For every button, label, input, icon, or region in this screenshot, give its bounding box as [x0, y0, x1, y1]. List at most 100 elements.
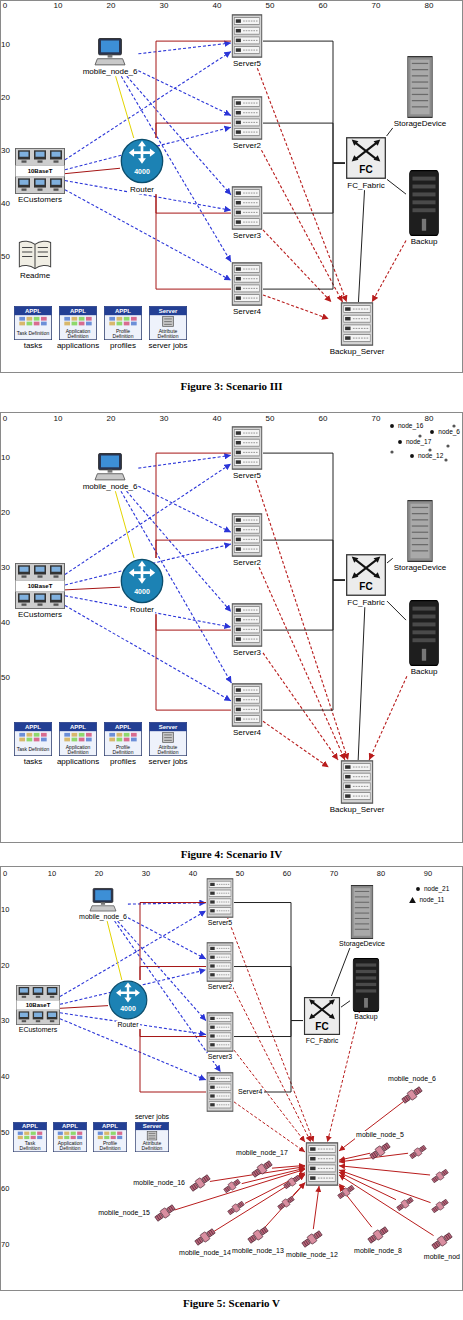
link-line — [265, 1183, 305, 1228]
server-node: Server3 — [231, 603, 263, 657]
link-line — [245, 1173, 305, 1204]
icon-text: APPL — [70, 724, 86, 730]
connector — [234, 967, 303, 1021]
node-label: StorageDevice — [393, 119, 447, 128]
connector — [140, 1029, 206, 1036]
node-label: Server2 — [232, 558, 262, 567]
connector — [234, 903, 303, 1021]
computer-node: mobile_node_6 — [78, 888, 128, 921]
node-label: mobile_node_14 — [178, 1249, 232, 1257]
application-config-shape: APPLProfile Definition — [93, 1122, 127, 1152]
satellite-node: mobile_node_8 — [353, 1224, 403, 1255]
axis-number: 20 — [95, 870, 103, 878]
icon-text: Task Definition — [17, 331, 50, 336]
server-config: ServerAttribute Definitionserver jobs — [134, 1113, 170, 1152]
icon-text: APPL — [102, 1123, 118, 1129]
fabric-switch-shape: FC — [345, 136, 387, 180]
connector — [140, 903, 206, 980]
link-line — [230, 982, 311, 1142]
satellite-node: mobile_node_14 — [178, 1226, 232, 1257]
icon-text: Task Definition — [14, 1141, 46, 1151]
connector — [372, 241, 406, 302]
satellite-node-icon — [277, 1195, 295, 1211]
connector — [156, 614, 231, 630]
node-label: Server5 — [207, 919, 234, 927]
connector — [65, 587, 120, 590]
node-label: Server3 — [207, 1053, 234, 1061]
axis-number: 30 — [142, 870, 150, 878]
connector — [121, 491, 231, 683]
connector — [127, 491, 231, 611]
icon-text: Server — [159, 724, 178, 730]
connector — [116, 76, 134, 138]
node-label: node_21 — [423, 885, 450, 892]
connector — [156, 540, 231, 558]
router-node: 4000Router — [108, 980, 148, 1029]
link-line — [339, 1172, 396, 1199]
network-node-shape — [398, 440, 402, 444]
node-label: tasks — [23, 757, 44, 766]
satellite-node-icon — [431, 1230, 453, 1252]
router-node-shape: 4000 — [120, 138, 164, 184]
backup-device-shape — [350, 958, 382, 1012]
icon-text: Application Definition — [54, 1141, 86, 1151]
axis-number: 20 — [1, 509, 10, 518]
node-label: Readme — [19, 271, 51, 280]
satellite-node-icon — [401, 1084, 423, 1106]
node-label: mobile_node_12 — [285, 1251, 339, 1259]
hub-node-shape: 10BaseT — [15, 148, 65, 194]
router-node-shape: 4000 — [108, 980, 148, 1020]
application-config: APPLTask Definition — [13, 1122, 47, 1152]
axis-number: 0 — [3, 415, 7, 424]
application-config-shape: APPLProfile Definition — [104, 306, 142, 340]
server-node-icon — [340, 760, 374, 804]
connector — [369, 676, 407, 760]
node-label: ECustomers — [18, 1026, 59, 1034]
axis-number: 10 — [48, 870, 56, 878]
axis-number: 0 — [3, 2, 7, 11]
axis-number: 40 — [189, 870, 197, 878]
satellite-node: mobile_node_13 — [231, 1224, 285, 1255]
readme-node-shape — [18, 238, 52, 270]
axis-number: 10 — [54, 2, 63, 11]
node-label: mobile_node_6 — [82, 482, 139, 491]
connector — [65, 605, 231, 700]
node-label: node_11 — [419, 896, 446, 903]
axis-number: 30 — [1, 1017, 9, 1025]
axis-number: 20 — [1, 94, 10, 103]
server-node: Backup_Server — [329, 302, 386, 356]
server-node: Server2 — [206, 942, 234, 991]
server-node-icon — [231, 683, 263, 727]
connector — [138, 486, 231, 532]
router-node: 4000Router — [120, 558, 164, 614]
computer-node: mobile_node_6 — [82, 38, 139, 76]
axis-number: 70 — [372, 415, 381, 424]
server-node-icon — [206, 1012, 234, 1052]
connector — [138, 455, 231, 468]
node-label: mobile_node_15 — [97, 1209, 151, 1217]
hub-node-shape: 10BaseT — [15, 563, 65, 609]
server-node: Server2 — [231, 96, 263, 150]
connector — [261, 150, 342, 302]
network-node-icon — [410, 454, 414, 458]
connector — [263, 41, 345, 163]
server-node-icon — [231, 513, 263, 557]
computer-node-shape — [95, 453, 125, 481]
connector — [107, 921, 122, 980]
computer-node-icon — [95, 453, 125, 481]
node-label: Backup — [410, 237, 439, 246]
node-label: Server3 — [232, 648, 262, 657]
icon-text: APPL — [62, 1123, 78, 1129]
node-label: mobile_node_13 — [231, 1247, 285, 1255]
connector — [263, 163, 345, 289]
axis-number: 40 — [213, 415, 222, 424]
node-label: server jobs — [147, 757, 188, 766]
server-config-shape: ServerAttribute Definition — [149, 722, 187, 756]
node-label: Backup — [353, 1013, 378, 1021]
connector — [358, 190, 364, 302]
backup-device-icon — [350, 958, 382, 1012]
icon-text: 10BaseT — [28, 583, 53, 589]
application-config-shape: APPLTask Definition — [14, 306, 52, 340]
node-label: Backup — [410, 667, 439, 676]
node-label: FC_Fabric — [305, 1037, 340, 1045]
